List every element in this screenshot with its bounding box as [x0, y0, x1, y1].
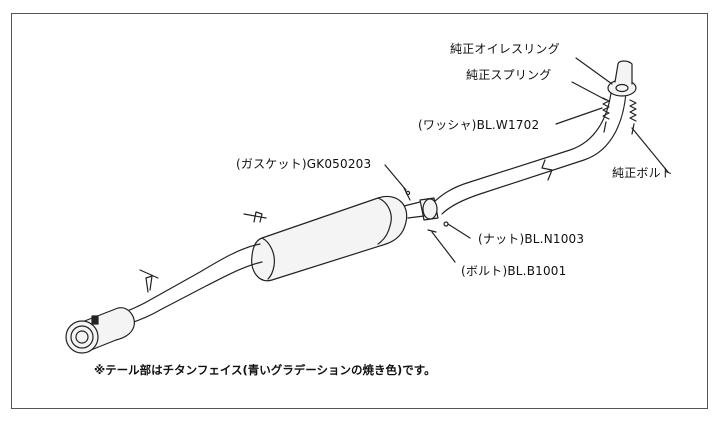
label-stock-oil-ring: 純正オイレスリング	[450, 42, 560, 56]
leader-gasket	[384, 164, 407, 191]
leader-spring	[571, 81, 607, 101]
bolt-part	[427, 229, 437, 233]
hanger-rear	[145, 275, 153, 293]
tail-note: ※テール部はチタンフェイス(青いグラデーションの焼き色)です。	[94, 363, 436, 377]
label-gasket: (ガスケット)GK050203	[236, 157, 372, 171]
stock-bolt	[603, 121, 607, 133]
leader-oil-ring	[575, 57, 613, 85]
diagram-frame	[11, 13, 708, 409]
leader-bolt-stock	[631, 127, 669, 173]
manifold-stub	[614, 60, 633, 85]
label-nut: (ナット)BL.N1003	[478, 232, 585, 246]
label-stock-bolt: 純正ボルト	[612, 166, 674, 180]
label-stock-spring: 純正スプリング	[466, 68, 552, 82]
mid-pipe	[119, 243, 261, 315]
front-pipe	[431, 83, 613, 205]
hanger-muffler	[253, 211, 263, 223]
leader-washer	[555, 107, 603, 125]
center-muffler	[251, 195, 408, 282]
label-washer: (ワッシャ)BL.W1702	[418, 118, 540, 132]
stock-spring	[602, 97, 610, 120]
leader-bolt	[431, 231, 456, 263]
leader-nut	[447, 223, 471, 239]
label-bolt: (ボルト)BL.B1001	[461, 264, 567, 278]
hanger-front	[541, 159, 553, 181]
tail-logo	[91, 315, 99, 325]
